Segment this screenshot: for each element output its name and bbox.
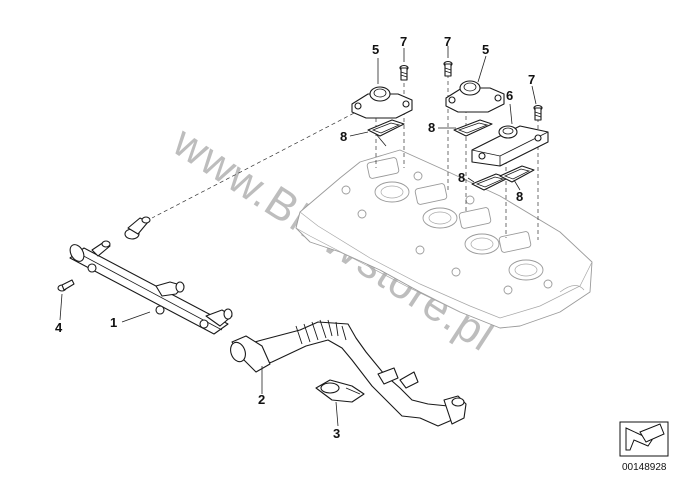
rail-plug[interactable] — [124, 216, 151, 240]
part-1-breather-rail[interactable] — [67, 240, 233, 335]
part-3-clamp[interactable] — [315, 379, 365, 403]
arrow-icon — [625, 427, 653, 451]
part-2-hose[interactable] — [228, 319, 467, 427]
part-8-gasket-d[interactable] — [499, 165, 535, 183]
part-7-screw-c[interactable] — [533, 104, 543, 121]
leader-lines — [59, 46, 537, 427]
callout-5-left: 5 — [372, 42, 379, 57]
callout-7-a: 7 — [400, 34, 407, 49]
part-8-gasket-b[interactable] — [453, 119, 493, 137]
part-4-screw[interactable] — [57, 279, 75, 292]
doc-id-badge: 00148928 — [619, 421, 669, 473]
part-8-gasket-a[interactable] — [367, 119, 405, 137]
doc-id-text: 00148928 — [622, 462, 667, 473]
callout-4: 4 — [55, 320, 63, 335]
sheet-icon — [639, 423, 665, 443]
callouts: 5 7 7 5 6 7 8 8 8 8 1 2 3 4 — [55, 34, 535, 441]
part-7-screw-a[interactable] — [399, 64, 409, 81]
part-5-housing-left[interactable] — [351, 86, 413, 119]
callout-7-b: 7 — [444, 34, 451, 49]
callout-8-c: 8 — [458, 170, 465, 185]
callout-1: 1 — [110, 315, 117, 330]
callout-8-d: 8 — [516, 189, 523, 204]
callout-5-right: 5 — [482, 42, 489, 57]
callout-3: 3 — [333, 426, 340, 441]
cylinder-head-cover — [295, 149, 593, 329]
part-7-screw-b[interactable] — [443, 60, 453, 77]
callout-6: 6 — [506, 88, 513, 103]
part-5-housing-right[interactable] — [445, 80, 505, 113]
part-6-breather-housing[interactable] — [471, 125, 549, 167]
callout-2: 2 — [258, 392, 265, 407]
callout-8-b: 8 — [428, 120, 435, 135]
callout-7-c: 7 — [528, 72, 535, 87]
callout-8-a: 8 — [340, 129, 347, 144]
